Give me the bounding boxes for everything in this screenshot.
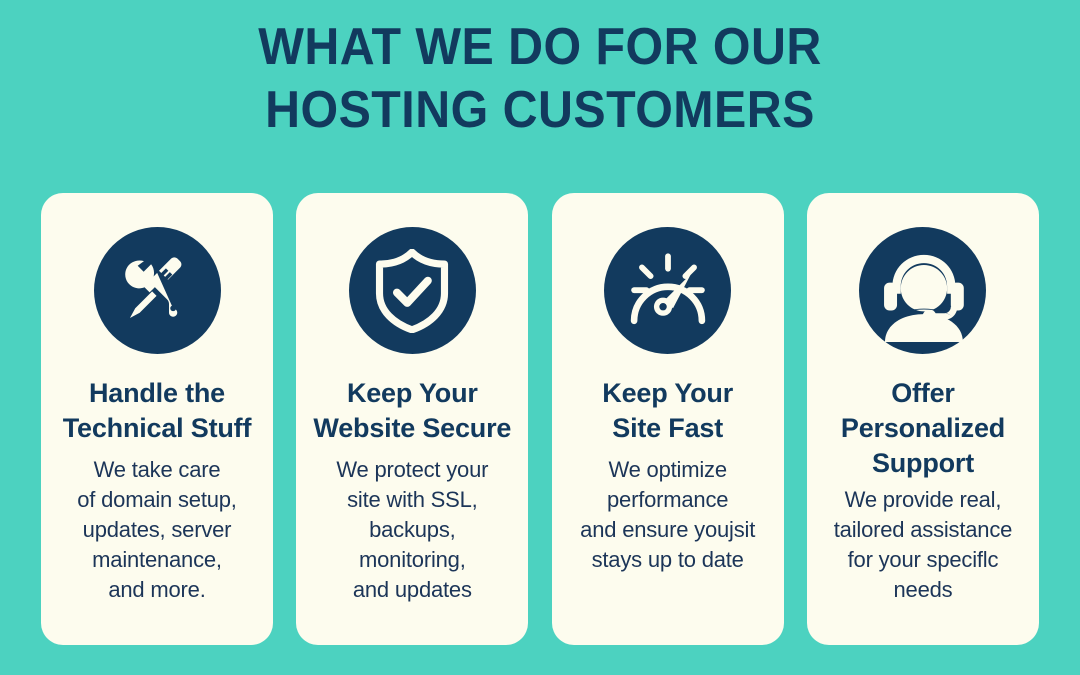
card-handle-technical-stuff: Handle the Technical Stuff We take care …	[41, 193, 273, 645]
card-offer-personalized-support: Offer Personalized Support We provide re…	[806, 193, 1039, 645]
shield-check-icon	[348, 227, 476, 354]
headset-support-agent-icon	[859, 227, 987, 354]
card-title: Keep Your Site Fast	[602, 378, 734, 443]
tools-wrench-screwdriver-icon	[93, 227, 221, 354]
card-title: Offer Personalized Support	[840, 378, 1006, 478]
cards-row: Handle the Technical Stuff We take care …	[41, 193, 1039, 645]
card-body: We take care of domain setup, updates, s…	[77, 457, 237, 602]
speedometer-gauge-icon	[604, 227, 732, 354]
card-keep-site-fast: Keep Your Site Fast We optimize performa…	[551, 193, 784, 645]
card-title: Keep Your Website Secure	[313, 378, 512, 443]
card-keep-website-secure: Keep Your Website Secure We protect your…	[296, 193, 529, 645]
card-body: We protect your site with SSL, backups, …	[336, 457, 489, 602]
card-body: We optimize performance and ensure youjs…	[580, 457, 756, 572]
card-title: Handle the Technical Stuff	[62, 378, 252, 443]
card-body: We provide real, tailored assistance for…	[833, 487, 1013, 602]
page-title: WHAT WE DO FOR OUR HOSTING CUSTOMERS	[258, 18, 822, 139]
